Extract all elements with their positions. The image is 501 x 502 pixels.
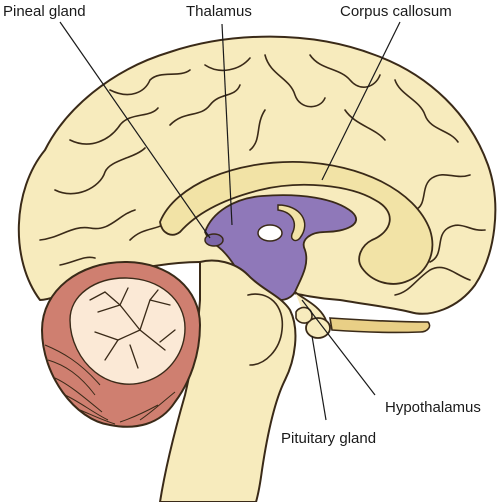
- corpus-callosum: [159, 161, 434, 285]
- label-thalamus: Thalamus: [186, 3, 252, 20]
- label-corpus-callosum: Corpus callosum: [340, 3, 452, 20]
- thalamus-leader: [221, 23, 233, 226]
- pituitary-gland: [305, 317, 331, 339]
- pineal-gland: [204, 233, 224, 247]
- label-pituitary-gland: Pituitary gland: [281, 430, 376, 447]
- mammillary-body: [295, 306, 313, 324]
- label-pineal-gland: Pineal gland: [3, 3, 86, 20]
- pineal-leader: [59, 21, 211, 239]
- cortex-gyri: [39, 54, 486, 296]
- optic-nerve: [329, 317, 431, 334]
- interthalamic-adhesion: [257, 224, 283, 242]
- corpus-leader: [321, 21, 401, 181]
- fornix: [277, 204, 306, 242]
- label-hypothalamus: Hypothalamus: [385, 399, 481, 416]
- pons: [247, 293, 284, 366]
- hypothalamus-leader: [301, 299, 376, 396]
- pituitary-leader: [311, 335, 327, 421]
- brainstem: [158, 259, 297, 502]
- cerebellum: [40, 260, 202, 428]
